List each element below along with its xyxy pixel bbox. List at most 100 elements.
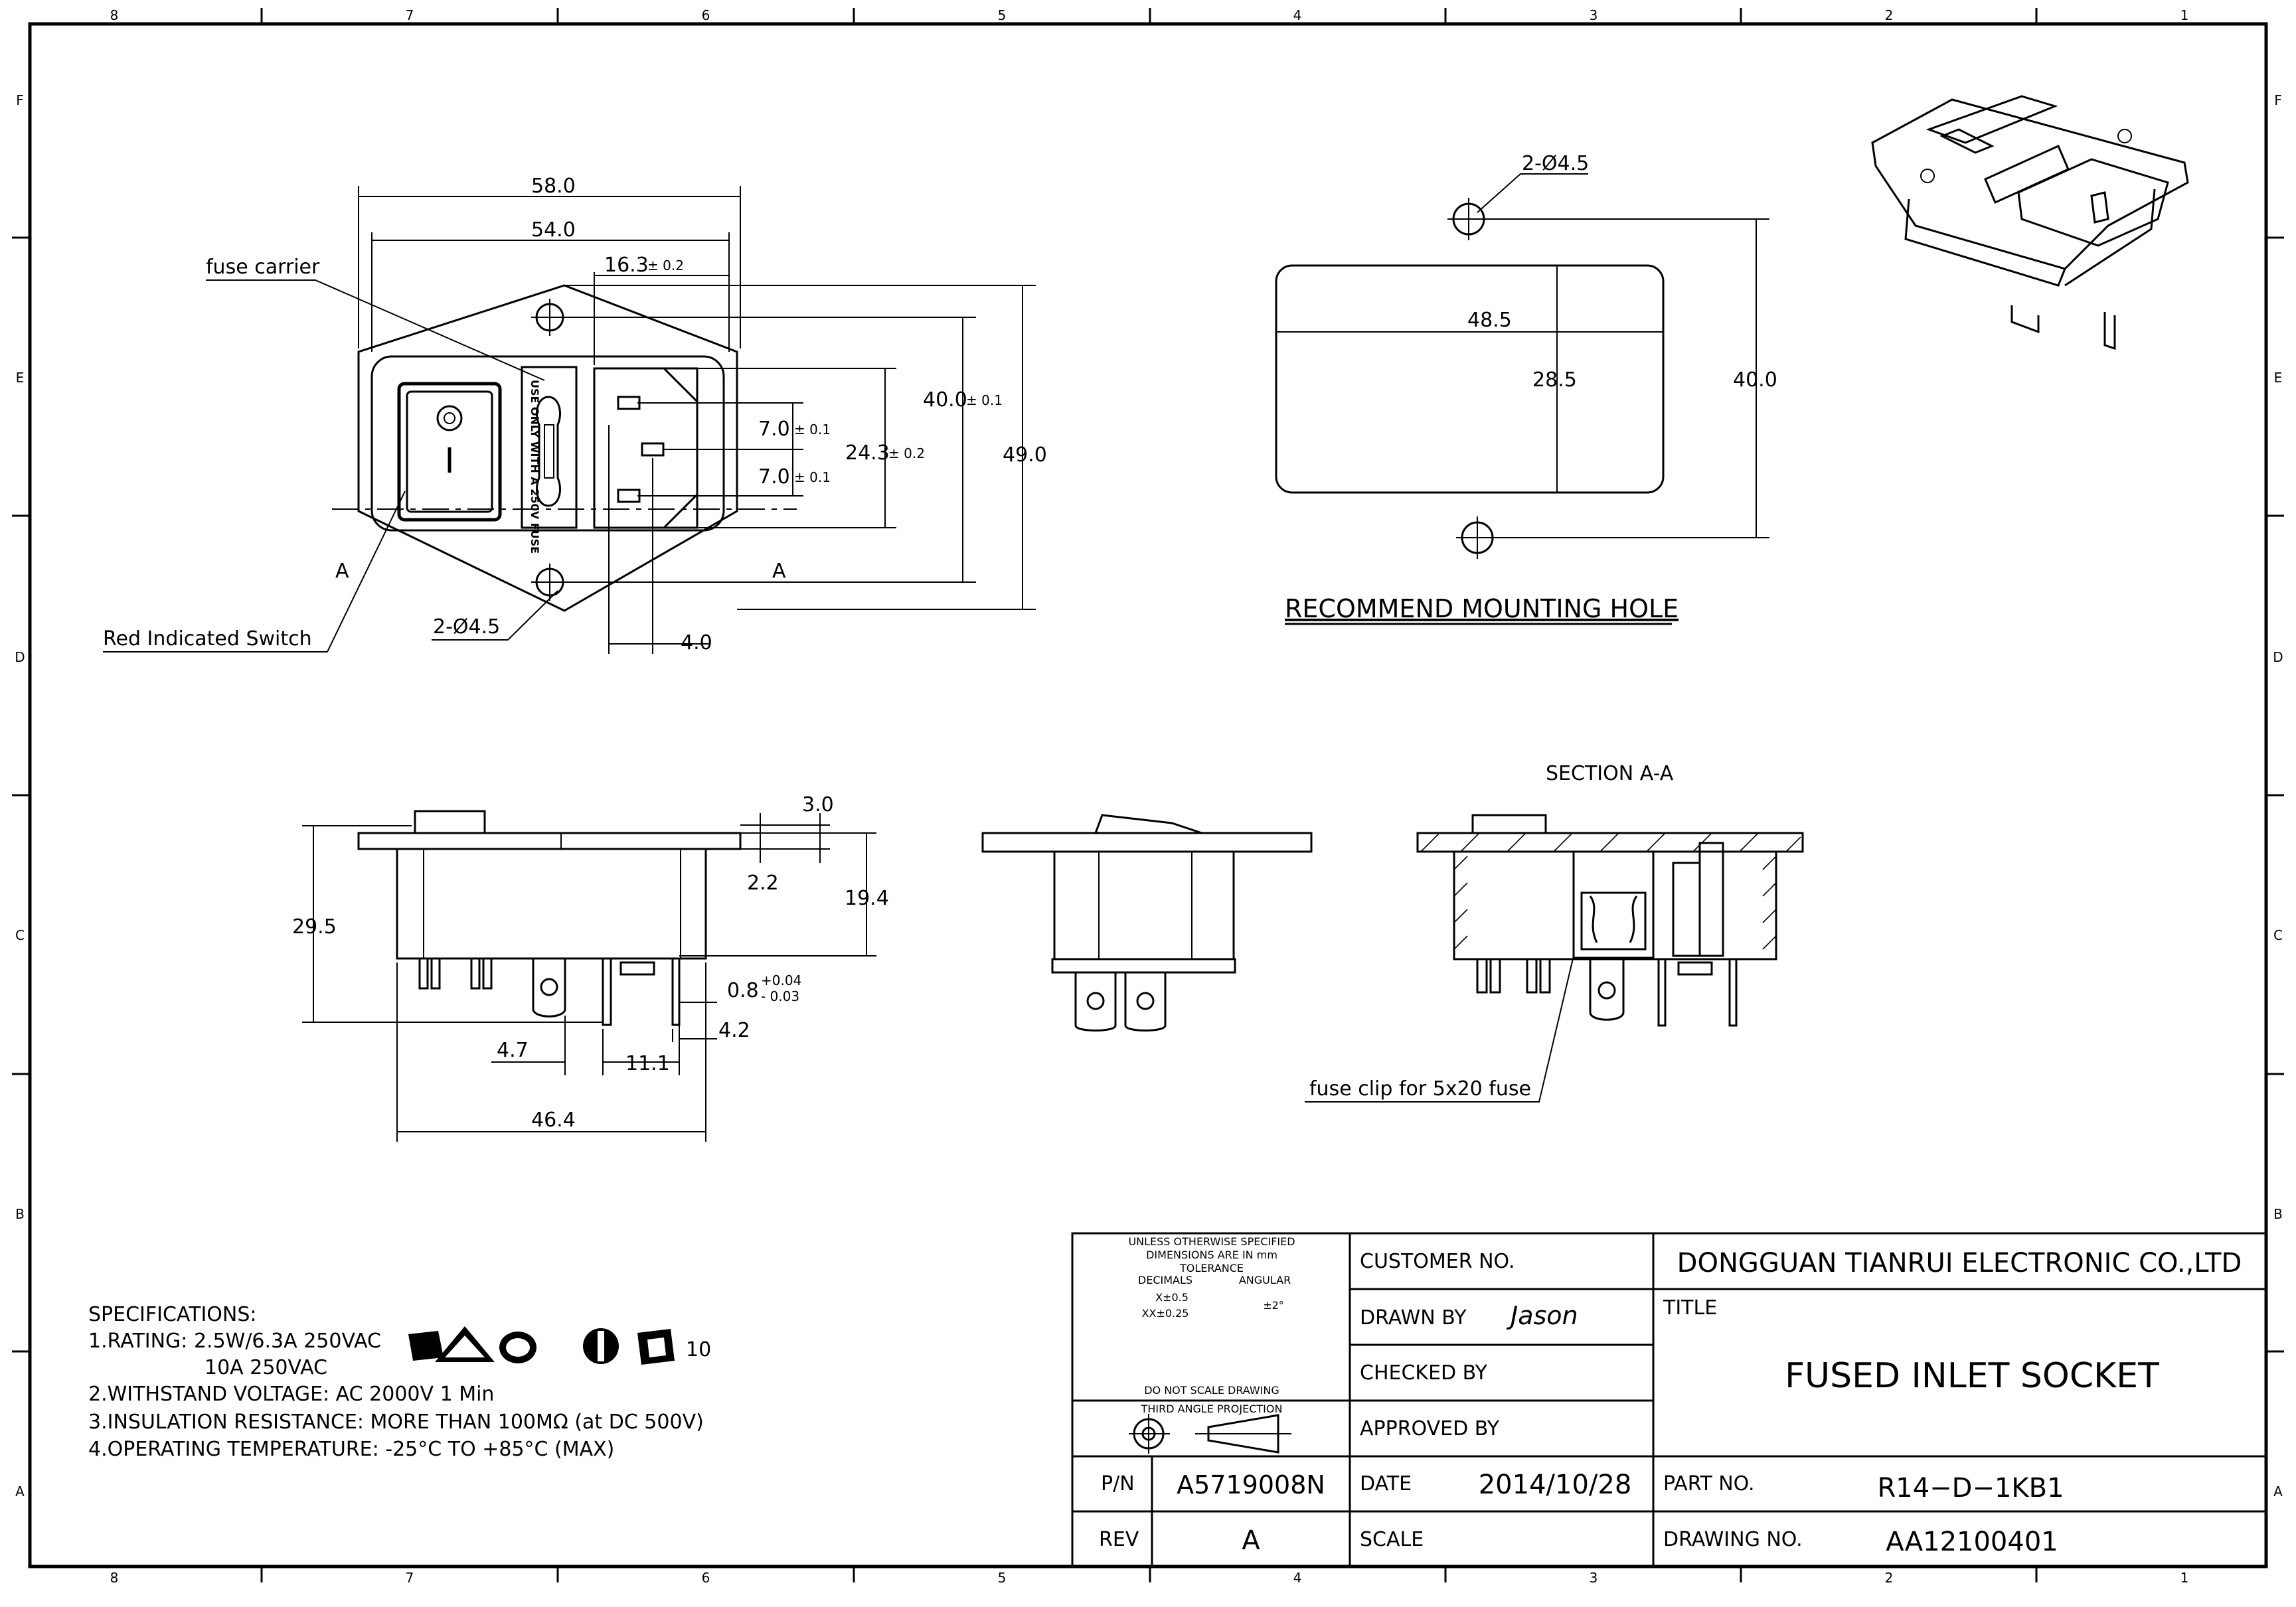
title-label: TITLE <box>1663 1296 1717 1320</box>
ccc-mark-icon <box>499 1332 536 1363</box>
isometric-view <box>1871 95 2189 350</box>
scale-label: SCALE <box>1360 1528 1424 1551</box>
dim-7-0-b-tol: ± 0.1 <box>794 469 831 485</box>
date-label: DATE <box>1360 1472 1412 1495</box>
specifications: SPECIFICATIONS: 1.RATING: 2.5W/6.3A 250V… <box>88 1303 711 1461</box>
tol-xx: XX±0.25 <box>1142 1307 1189 1320</box>
drawn-by-name: Jason <box>1506 1301 1578 1330</box>
mh-dim-28-5: 28.5 <box>1532 368 1577 392</box>
sv-dim-4-2: 4.2 <box>718 1019 750 1042</box>
zone-col-2: 2 <box>1885 7 1894 23</box>
iec-inlet <box>593 367 698 529</box>
fuse-warning-label: USE ONLY WITH A 250V FUSE <box>529 380 541 554</box>
pin-bottom <box>617 489 641 503</box>
vde-mark-icon <box>435 1326 495 1362</box>
side-view: 3.0 2.2 29.5 19.4 0.8 +0.04 - 0.03 4.2 4… <box>292 793 889 1142</box>
section-title: SECTION A-A <box>1546 762 1674 785</box>
cutout-rect <box>1275 264 1665 494</box>
zone-col-4-bottom: 4 <box>1293 1570 1302 1586</box>
zone-row-B-right: B <box>2273 1206 2283 1222</box>
zone-col-7: 7 <box>406 7 414 23</box>
zone-row-E-right: E <box>2274 370 2283 386</box>
zone-col-1: 1 <box>2180 7 2189 23</box>
drawn-by-label: DRAWN BY <box>1360 1306 1467 1330</box>
zone-col-8-bottom: 8 <box>110 1570 119 1586</box>
drawing-no-value: AA12100401 <box>1886 1527 2058 1557</box>
zone-col-7-bottom: 7 <box>406 1570 414 1586</box>
holes-label: 2-Ø4.5 <box>433 615 500 639</box>
switch-leader <box>103 491 406 652</box>
holes-leader <box>432 590 558 641</box>
no-scale: DO NOT SCALE DRAWING <box>1144 1384 1279 1397</box>
spec-rating-2: 10A 250VAC <box>205 1356 327 1379</box>
mounting-hole-view: 2-Ø4.5 48.5 28.5 40.0 RECOMMEND MOUNTING… <box>1275 152 1777 625</box>
iso-switch <box>1926 95 2058 144</box>
end-view-switch <box>1094 814 1202 834</box>
enec-number: 10 <box>686 1338 711 1361</box>
sv-dim-0-8-minus: - 0.03 <box>761 988 799 1004</box>
flange-outline <box>357 284 738 612</box>
pin-earth <box>641 442 665 457</box>
zone-col-5: 5 <box>998 7 1007 23</box>
customer-no-label: CUSTOMER NO. <box>1360 1250 1515 1273</box>
zone-row-C: C <box>15 927 25 943</box>
zone-row-B: B <box>15 1206 25 1222</box>
tol-line-2: DIMENSIONS ARE IN mm <box>1146 1249 1277 1261</box>
sv-dim-29-5: 29.5 <box>292 915 337 939</box>
dim-40-0: 40.0 <box>923 388 967 412</box>
fuse-clip <box>1580 891 1647 951</box>
section-mark-right: A <box>772 560 786 583</box>
front-view: USE ONLY WITH A 250V FUSE A A fuse carri… <box>103 175 1047 654</box>
rev-value: A <box>1242 1525 1260 1556</box>
zone-row-A-right: A <box>2273 1484 2283 1499</box>
switch-label: Red Indicated Switch <box>103 627 312 650</box>
title-block: UNLESS OTHERWISE SPECIFIED DIMENSIONS AR… <box>1071 1232 2267 1568</box>
dim-7-0-a-tol: ± 0.1 <box>794 421 831 437</box>
dim-7-0-a: 7.0 <box>758 418 790 441</box>
zone-row-F-right: F <box>2274 92 2282 108</box>
zone-row-F: F <box>16 92 24 108</box>
zone-row-C-right: C <box>2273 927 2283 943</box>
sv-dim-4-7: 4.7 <box>497 1039 529 1062</box>
body-outline <box>370 355 725 532</box>
zone-row-A: A <box>15 1484 25 1499</box>
tol-angular: ANGULAR <box>1239 1274 1291 1286</box>
spec-withstand: 2.WITHSTAND VOLTAGE: AC 2000V 1 Min <box>88 1383 494 1406</box>
dim-16-3: 16.3 <box>604 254 649 277</box>
rocker-switch <box>397 382 502 522</box>
tol-angle: ±2° <box>1263 1299 1284 1312</box>
spec-temperature: 4.OPERATING TEMPERATURE: -25°C TO +85°C … <box>88 1438 614 1461</box>
sv-dim-19-4: 19.4 <box>845 887 889 910</box>
enec-mark-icon <box>637 1329 675 1365</box>
certification-marks: 10 <box>408 1326 711 1365</box>
mh-dim-40-0: 40.0 <box>1733 368 1777 392</box>
dim-24-3-tol: ± 0.2 <box>888 445 925 461</box>
pn-label: P/N <box>1101 1472 1135 1495</box>
zone-col-8: 8 <box>110 7 119 23</box>
company-name: DONGGUAN TIANRUI ELECTRONIC CO.,LTD <box>1677 1248 2242 1278</box>
end-view <box>981 814 1313 1032</box>
spec-heading: SPECIFICATIONS: <box>88 1303 257 1326</box>
part-no-label: PART NO. <box>1663 1472 1755 1495</box>
projection-label: THIRD ANGLE PROJECTION <box>1141 1403 1283 1415</box>
zone-row-E: E <box>16 370 25 386</box>
zone-row-D: D <box>15 649 25 665</box>
dim-54: 54.0 <box>531 218 576 242</box>
zone-col-5-bottom: 5 <box>998 1570 1007 1586</box>
dim-24-3: 24.3 <box>845 441 890 465</box>
sv-dim-0-8: 0.8 <box>727 979 759 1002</box>
spec-rating: 1.RATING: 2.5W/6.3A 250VAC <box>88 1330 381 1353</box>
pn-value: A5719008N <box>1177 1470 1325 1499</box>
sv-dim-0-8-plus: +0.04 <box>761 972 801 988</box>
tol-line-3: TOLERANCE <box>1179 1262 1244 1274</box>
zone-col-4: 4 <box>1293 7 1302 23</box>
dim-58: 58.0 <box>531 175 576 198</box>
dim-49-0: 49.0 <box>1003 443 1047 467</box>
zone-col-3: 3 <box>1590 7 1598 23</box>
tol-x: X±0.5 <box>1155 1291 1189 1304</box>
tol-decimals: DECIMALS <box>1138 1274 1192 1286</box>
ul-mark-icon <box>408 1331 444 1361</box>
mh-holes-label: 2-Ø4.5 <box>1522 152 1589 175</box>
dim-7-0-b: 7.0 <box>758 465 790 489</box>
